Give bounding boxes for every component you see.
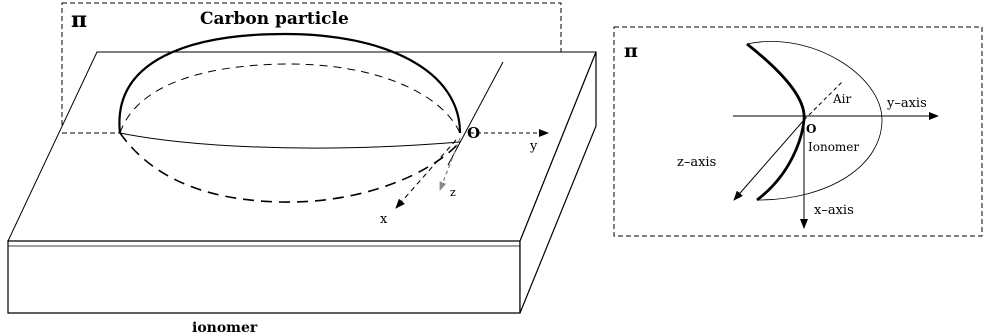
origin-label-left: O [467, 124, 480, 142]
ionomer-slab-top [7, 51, 597, 242]
plane-symbol-left: π [71, 7, 87, 33]
z-label-left: z [450, 186, 456, 199]
z-axis-label-right: z–axis [677, 155, 716, 170]
z-axis-line [439, 137, 461, 191]
ionomer-slab-side [519, 51, 597, 314]
y-label-left: y [529, 139, 538, 154]
z-axis-right [733, 119, 805, 201]
ionomer-label-right: Ionomer [808, 140, 859, 154]
particle-contact-arc [119, 132, 461, 149]
ionomer-slab-front [7, 240, 521, 314]
particle-upper-arc [118, 32, 462, 134]
plane-symbol-right: π [624, 40, 638, 62]
y-axis-label-right: y–axis [886, 96, 927, 111]
particle-edge-curve [746, 42, 806, 202]
right-panel: π Air y–axis O Ionomer z–axis x–axis [613, 26, 983, 237]
x-axis-label-right: x–axis [814, 203, 854, 218]
carbon-particle-title: Carbon particle [200, 9, 349, 29]
air-direction-line [803, 81, 843, 121]
particle-middle-dashed-arc [119, 63, 461, 134]
x-label-left: x [380, 212, 388, 227]
origin-label-right: O [806, 122, 816, 136]
ionomer-base-label: ionomer [192, 320, 258, 336]
plane-pi-frame-right [613, 26, 983, 237]
x-axis-line [395, 139, 457, 209]
air-label: Air [832, 92, 852, 106]
left-panel: π Carbon particle O y z x ionomer [7, 2, 597, 336]
tangent-line [447, 61, 504, 166]
particle-lower-dashed-arc [119, 132, 461, 203]
ionomer-region-outline [746, 41, 883, 201]
